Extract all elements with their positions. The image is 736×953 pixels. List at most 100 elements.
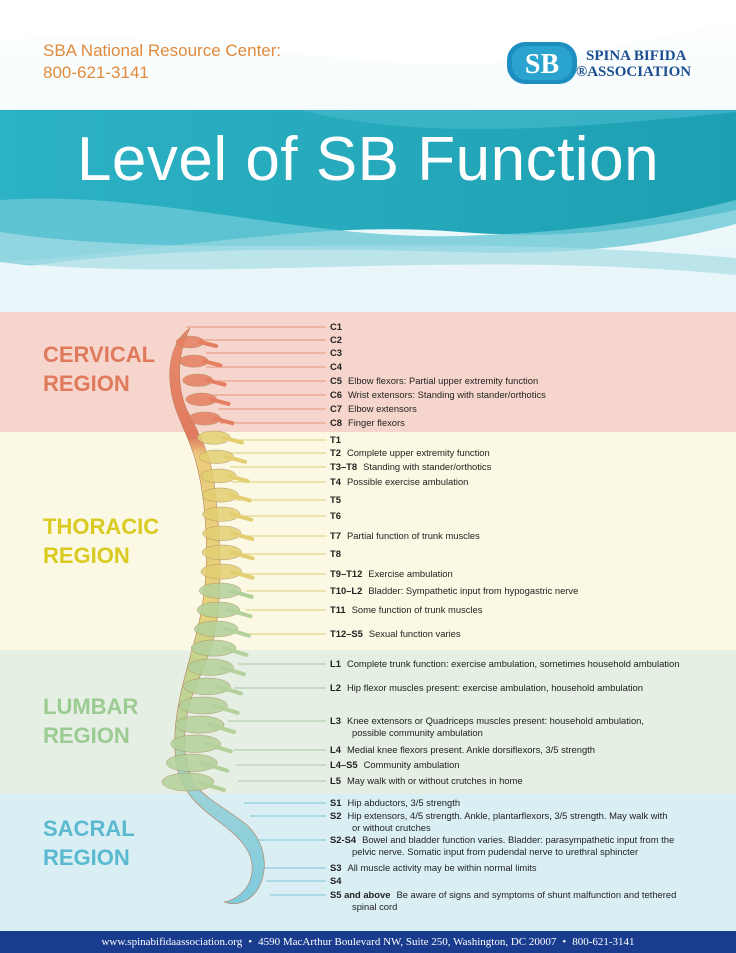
vertebra-process [215,684,243,696]
segment-code: C1 [330,321,342,332]
segment-code: C2 [330,334,342,345]
resource-center-name: SBA National Resource Center: [43,41,282,60]
segment-code: T9–T12 [330,568,363,579]
vertebrae-group [161,335,255,792]
vertebra-process [211,703,240,715]
vertebra-process [228,493,252,503]
segment-row: T6 [330,510,341,522]
segment-description-continued: spinal cord [352,901,398,912]
vertebra-process [209,397,231,406]
segment-row: L2 Hip flexor muscles present: exercise a… [330,682,643,694]
vertebra-process [205,378,227,387]
segment-description: Partial function of trunk muscles [346,530,480,541]
vertebra-process [198,340,218,348]
segment-code: L5 [330,775,341,786]
sba-logo: SB SPINA BIFIDA ®ASSOCIATION [506,40,706,90]
segment-code: T7 [330,530,341,541]
vertebra-process [201,359,223,368]
segment-description: Hip flexor muscles present: exercise amb… [346,682,643,693]
vertebra [170,734,221,753]
segment-code: L1 [330,658,341,669]
sba-logo-mark-icon: SB [507,42,577,84]
vertebra [179,696,228,715]
segment-row: C1 [330,321,342,333]
svg-text:SB: SB [525,49,559,80]
footer-website-link[interactable]: www.spinabifidaassociation.org [101,936,243,948]
segment-code: S2 [330,810,342,821]
segment-description: Hip abductors, 3/5 strength [347,797,461,808]
page-title: Level of SB Function [76,125,660,194]
segment-description: Wrist extensors: Standing with stander/o… [347,389,546,400]
thoracic-region-band: THORACIC REGION [0,432,736,650]
segment-row: C4 [330,361,342,373]
segment-description: Complete upper extremity function [346,447,490,458]
segment-code: L2 [330,682,341,693]
spine-illustration [161,326,326,904]
vertebra-process [224,626,251,638]
segment-row: S4 [330,875,341,887]
leader-lines [186,326,326,896]
vertebra-process [226,473,250,484]
segment-code: C5 [330,375,342,386]
vertebra [200,563,242,580]
footer-separator: • [562,936,567,948]
logo-text-line1: SPINA BIFIDA [586,48,687,64]
segment-description-continued: or without crutches [352,822,431,833]
segment-description: Elbow flexors: Partial upper extremity f… [347,375,539,386]
footer: www.spinabifidaassociation.org•4590 MacA… [0,931,736,953]
segment-code: T12–S5 [330,628,363,639]
vertebra [201,487,239,503]
segment-row: S1 Hip abductors, 3/5 strength [330,797,460,809]
vertebra [196,601,240,618]
lumbar-region-label: LUMBAR REGION [43,694,139,748]
vertebra [187,658,234,676]
vertebra-process [224,454,247,464]
segment-row: S5 and above Be aware of signs and sympto… [330,889,676,901]
vertebra-process [203,741,233,754]
vertebra [202,525,242,541]
segment-description: Finger flexors [347,417,405,428]
segment-description: Knee extensors or Quadriceps muscles pre… [346,715,644,726]
segment-description: Exercise ambulation [368,568,453,579]
vertebra-process [226,607,253,619]
header: SBA National Resource Center: 800-621-31… [0,0,736,312]
vertebra-process [229,531,255,542]
segment-code: S5 and above [330,889,391,900]
segment-code: T4 [330,476,341,487]
segment-code: T10–L2 [330,585,363,596]
segment-description: Sexual function varies [368,628,461,639]
segment-description: Bladder: Sympathetic input from hypogast… [368,585,579,596]
vertebra [200,468,237,484]
vertebra [202,506,241,522]
segment-row: C3 [330,347,342,359]
vertebra-process [229,569,255,580]
vertebra-process [228,588,254,599]
vertebra-process [221,435,244,445]
segment-code: C7 [330,403,342,414]
segment-code: L4–S5 [330,759,358,770]
segment-row: C2 [330,334,342,346]
segment-description: Standing with stander/orthotics [363,461,492,472]
segment-code: T3–T8 [330,461,358,472]
segment-row: T9–T12 Exercise ambulation [330,568,453,580]
vertebra [183,677,231,695]
cervical-region-label: CERVICAL REGION [43,342,156,396]
segment-code: S1 [330,797,342,808]
segment-code: T6 [330,510,341,521]
segment-code: S2-S4 [330,834,357,845]
segment-description-continued: pelvic nerve. Somatic input from pudenda… [352,846,639,857]
segment-description-continued: possible community ambulation [352,727,483,738]
vertebra [161,772,215,792]
segment-row: T8 [330,548,341,560]
vertebra-process [212,416,235,426]
vertebra [201,544,242,561]
vertebra [166,753,218,772]
segment-description: Be aware of signs and symptoms of shunt … [396,889,677,900]
vertebra-process [229,512,254,522]
